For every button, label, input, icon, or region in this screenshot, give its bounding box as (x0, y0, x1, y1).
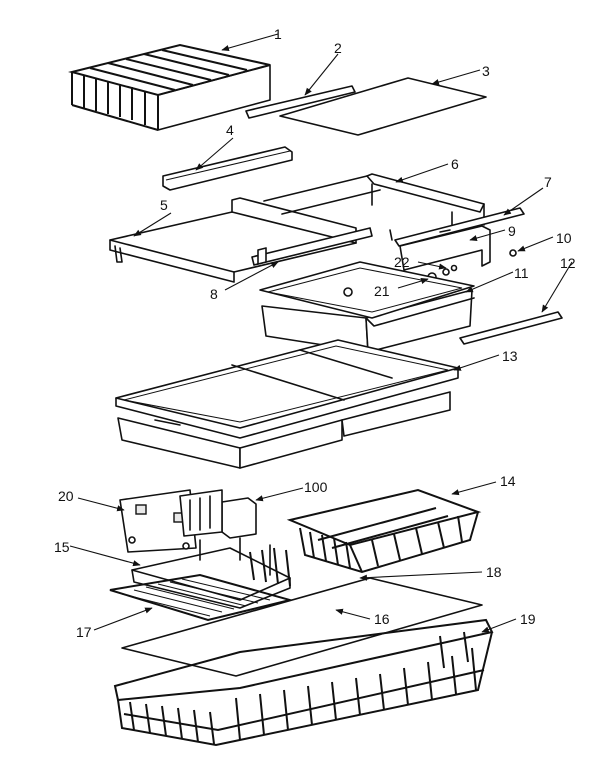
callout-15: 15 (54, 539, 70, 555)
callout-2: 2 (334, 40, 342, 56)
callout-12: 12 (560, 255, 576, 271)
callout-6: 6 (451, 156, 459, 172)
callout-18: 18 (486, 564, 502, 580)
callout-100: 100 (304, 479, 328, 495)
callout-7: 7 (544, 174, 552, 190)
callout-14: 14 (500, 473, 516, 489)
callout-13: 13 (502, 348, 518, 364)
callout-1: 1 (274, 26, 282, 42)
callout-19: 19 (520, 611, 536, 627)
part-100-housing (179, 489, 257, 539)
part-5-6-shelf-frames (109, 173, 485, 283)
part-1-wire-rack (68, 43, 271, 131)
part-11-pan (259, 261, 475, 353)
callout-5: 5 (160, 197, 168, 213)
callout-3: 3 (482, 63, 490, 79)
part-19-large-basket (113, 618, 494, 747)
part-20-bracket (119, 489, 197, 553)
callout-9: 9 (508, 223, 516, 239)
callout-16: 16 (374, 611, 390, 627)
callout-4: 4 (226, 122, 234, 138)
callout-10: 10 (556, 230, 572, 246)
part-3-panel (279, 77, 487, 136)
callout-22: 22 (394, 254, 410, 270)
leader-lines (69, 33, 573, 633)
part-14-wire-basket (286, 488, 482, 574)
callout-labels: 1 2 3 4 5 6 7 8 9 10 22 21 11 12 13 14 1… (54, 26, 576, 640)
part-4-strip (162, 146, 293, 191)
callout-20: 20 (58, 488, 74, 504)
part-18-cover (121, 577, 483, 677)
callout-8: 8 (210, 286, 218, 302)
part-15-tray (131, 537, 291, 609)
part-12-rod (459, 311, 563, 345)
part-8-9-rails (251, 225, 491, 271)
part-2-rod (245, 85, 356, 119)
part-13-crisper-pans (115, 339, 459, 469)
callout-11: 11 (514, 265, 529, 281)
callout-21: 21 (374, 283, 390, 299)
callout-17: 17 (76, 624, 92, 640)
part-7-rod (394, 207, 525, 247)
